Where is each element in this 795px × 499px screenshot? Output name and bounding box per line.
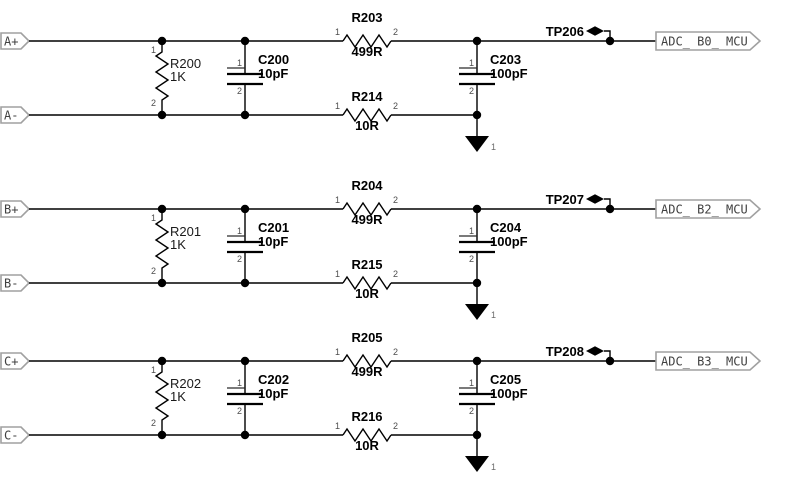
input-port-minus-label: C- bbox=[4, 429, 18, 443]
shunt-resistor-pin2: 2 bbox=[151, 418, 156, 428]
series-res-top-ref: R205 bbox=[351, 330, 382, 345]
series-res-top-pin2: 2 bbox=[393, 27, 398, 37]
series-res-top-value: 499R bbox=[351, 44, 383, 59]
series-res-bottom-pin2: 2 bbox=[393, 421, 398, 431]
series-res-top-pin1: 1 bbox=[335, 27, 340, 37]
shunt-resistor-ref: R201 bbox=[170, 224, 201, 239]
series-res-top-pin1: 1 bbox=[335, 195, 340, 205]
testpoint-label: TP207 bbox=[546, 192, 584, 207]
testpoint-label: TP208 bbox=[546, 344, 584, 359]
input-cap-value: 10pF bbox=[258, 66, 288, 81]
series-res-top-ref: R203 bbox=[351, 10, 382, 25]
output-net-label: ADC_ B3_ MCU bbox=[661, 355, 748, 369]
series-res-bottom-value: 10R bbox=[355, 286, 379, 301]
output-cap-value: 100pF bbox=[490, 66, 528, 81]
series-res-bottom-pin1: 1 bbox=[335, 269, 340, 279]
output-cap-pin1: 1 bbox=[469, 58, 474, 68]
input-port-plus-label: B+ bbox=[4, 203, 18, 217]
output-cap-pin2: 2 bbox=[469, 86, 474, 96]
series-res-bottom-pin2: 2 bbox=[393, 101, 398, 111]
channel-b-labels: B+ B- 1 2 R201 1K 1 2 C201 10pF 1 2 R204… bbox=[4, 178, 748, 320]
series-res-bottom-pin1: 1 bbox=[335, 101, 340, 111]
input-cap-pin2: 2 bbox=[237, 406, 242, 416]
series-res-top-pin1: 1 bbox=[335, 347, 340, 357]
series-res-bottom-value: 10R bbox=[355, 118, 379, 133]
output-cap-pin2: 2 bbox=[469, 254, 474, 264]
series-res-bottom-ref: R215 bbox=[351, 257, 382, 272]
input-cap-ref: C200 bbox=[258, 52, 289, 67]
input-port-minus-label: B- bbox=[4, 277, 18, 291]
input-cap-pin2: 2 bbox=[237, 254, 242, 264]
output-cap-pin1: 1 bbox=[469, 226, 474, 236]
output-cap-pin1: 1 bbox=[469, 378, 474, 388]
shunt-resistor-ref: R200 bbox=[170, 56, 201, 71]
series-res-top-pin2: 2 bbox=[393, 347, 398, 357]
series-res-top-value: 499R bbox=[351, 212, 383, 227]
input-cap-value: 10pF bbox=[258, 386, 288, 401]
series-res-bottom-pin1: 1 bbox=[335, 421, 340, 431]
shunt-resistor-pin1: 1 bbox=[151, 213, 156, 223]
series-res-top-pin2: 2 bbox=[393, 195, 398, 205]
ground-pin-number: 1 bbox=[491, 142, 496, 152]
channel-c-labels: C+ C- 1 2 R202 1K 1 2 C202 10pF 1 2 R205… bbox=[4, 330, 748, 472]
input-port-minus-label: A- bbox=[4, 109, 18, 123]
series-res-bottom-ref: R214 bbox=[351, 89, 383, 104]
shunt-resistor-value: 1K bbox=[170, 237, 186, 252]
input-cap-pin1: 1 bbox=[237, 378, 242, 388]
ground-pin-number: 1 bbox=[491, 310, 496, 320]
series-res-top-value: 499R bbox=[351, 364, 383, 379]
series-res-bottom-pin2: 2 bbox=[393, 269, 398, 279]
series-res-bottom-ref: R216 bbox=[351, 409, 382, 424]
input-port-plus-label: C+ bbox=[4, 355, 18, 369]
shunt-resistor-pin2: 2 bbox=[151, 266, 156, 276]
input-cap-pin1: 1 bbox=[237, 58, 242, 68]
output-net-label: ADC_ B2_ MCU bbox=[661, 203, 748, 217]
series-res-bottom-value: 10R bbox=[355, 438, 379, 453]
output-cap-value: 100pF bbox=[490, 386, 528, 401]
input-cap-ref: C202 bbox=[258, 372, 289, 387]
input-port-plus-label: A+ bbox=[4, 35, 18, 49]
channel-a-labels: A+ A- 1 2 R200 1K 1 2 C200 10pF 1 2 R203… bbox=[4, 10, 748, 152]
ground-pin-number: 1 bbox=[491, 462, 496, 472]
series-res-top-ref: R204 bbox=[351, 178, 383, 193]
output-net-label: ADC_ B0_ MCU bbox=[661, 35, 748, 49]
input-cap-pin1: 1 bbox=[237, 226, 242, 236]
input-cap-value: 10pF bbox=[258, 234, 288, 249]
shunt-resistor-ref: R202 bbox=[170, 376, 201, 391]
output-cap-pin2: 2 bbox=[469, 406, 474, 416]
shunt-resistor-pin1: 1 bbox=[151, 365, 156, 375]
shunt-resistor-pin2: 2 bbox=[151, 98, 156, 108]
input-cap-pin2: 2 bbox=[237, 86, 242, 96]
output-cap-value: 100pF bbox=[490, 234, 528, 249]
input-cap-ref: C201 bbox=[258, 220, 289, 235]
shunt-resistor-value: 1K bbox=[170, 389, 186, 404]
testpoint-label: TP206 bbox=[546, 24, 584, 39]
shunt-resistor-pin1: 1 bbox=[151, 45, 156, 55]
output-cap-ref: C203 bbox=[490, 52, 521, 67]
output-cap-ref: C205 bbox=[490, 372, 521, 387]
shunt-resistor-value: 1K bbox=[170, 69, 186, 84]
output-cap-ref: C204 bbox=[490, 220, 522, 235]
